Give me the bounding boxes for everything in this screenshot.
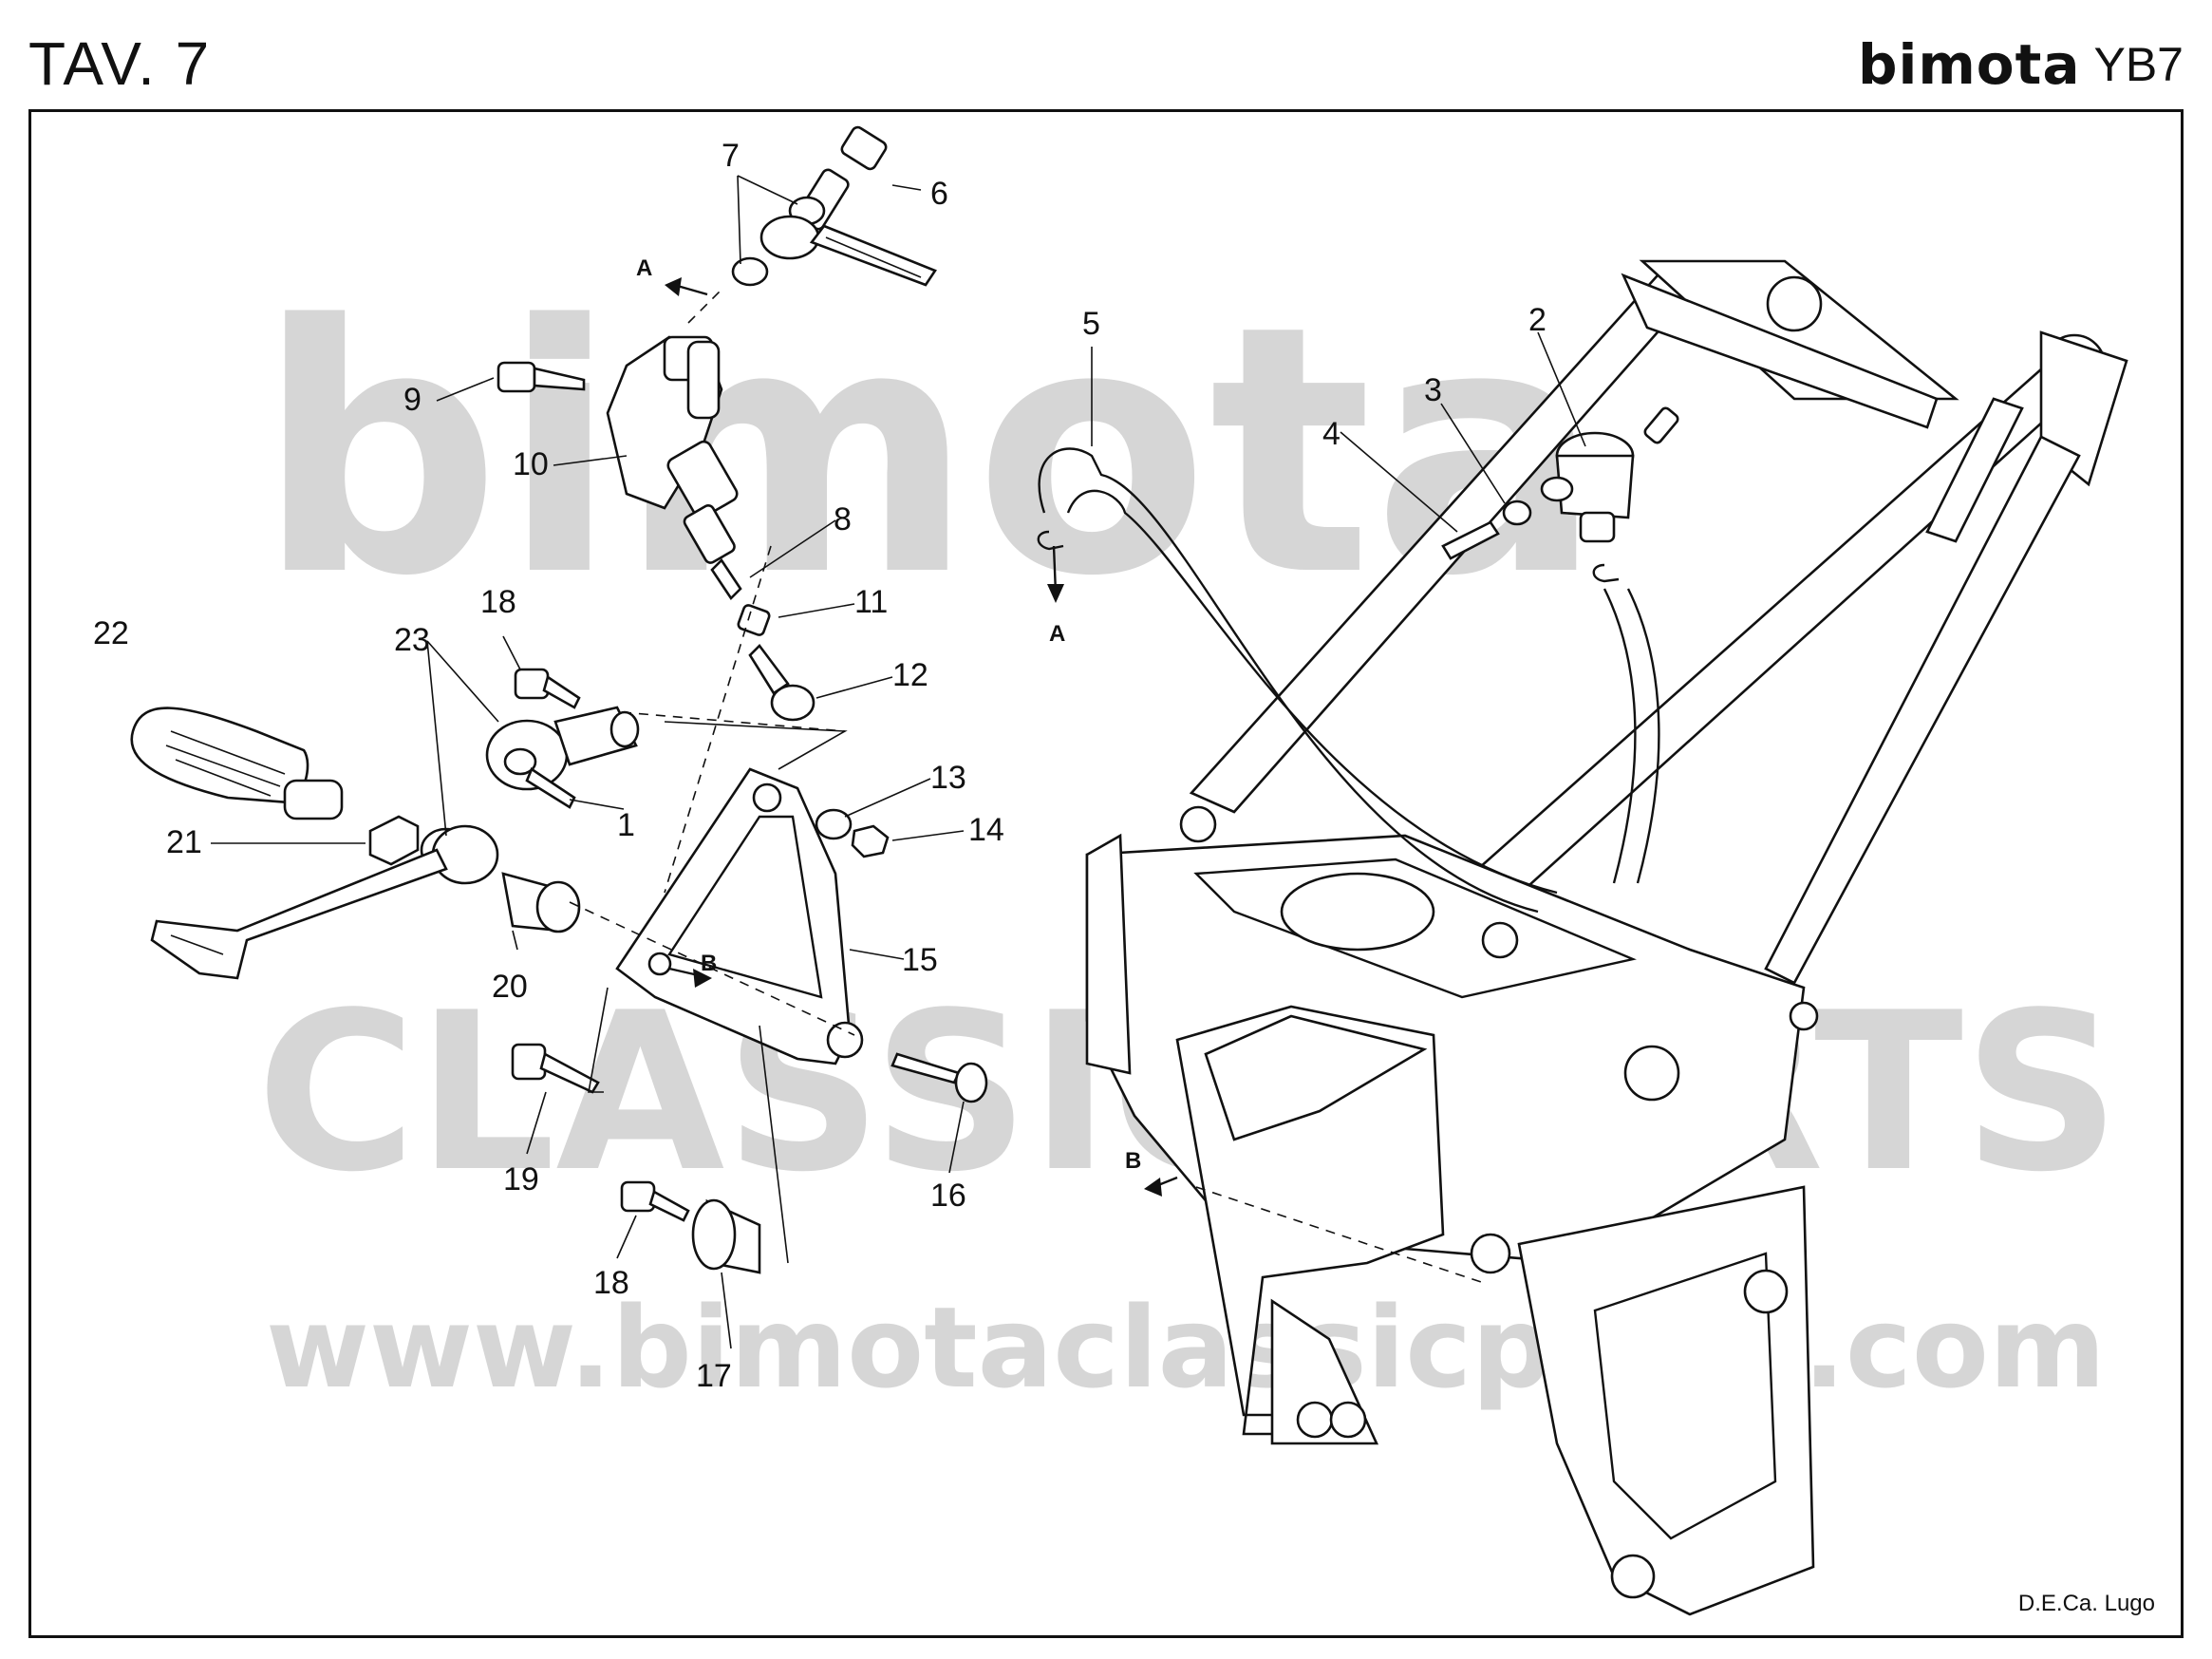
model-label: YB7 bbox=[2093, 38, 2184, 91]
brake-lever-pivot-part bbox=[485, 706, 640, 809]
callout-16: 16 bbox=[930, 1178, 966, 1214]
callout-15: 15 bbox=[902, 942, 938, 978]
callout-9: 9 bbox=[403, 382, 422, 418]
flow-marker-a-lower: A bbox=[1049, 621, 1065, 647]
brake-lever-part bbox=[150, 824, 499, 980]
callout-17: 17 bbox=[696, 1358, 732, 1394]
callout-13: 13 bbox=[930, 760, 966, 796]
flow-marker-a-upper: A bbox=[636, 255, 652, 281]
bushing-20-part bbox=[501, 872, 581, 933]
bolt-16-part bbox=[890, 1052, 988, 1103]
fluid-reservoir-part bbox=[1540, 431, 1635, 543]
screw-4-part bbox=[1441, 500, 1532, 560]
leader-lines-right bbox=[1091, 331, 1586, 1283]
watermark-url: www.bimotaclassicparts.com bbox=[266, 1282, 2106, 1413]
callout-23: 23 bbox=[394, 622, 430, 658]
flow-marker-b-right: B bbox=[1125, 1148, 1141, 1174]
callout-5: 5 bbox=[1082, 306, 1100, 342]
drafter-credit: D.E.Ca. Lugo bbox=[2017, 1591, 2155, 1616]
hose-fitting-part bbox=[759, 215, 937, 287]
callout-18-lower: 18 bbox=[593, 1265, 629, 1301]
callout-19: 19 bbox=[503, 1161, 539, 1197]
bolt-18-lower-part bbox=[620, 1180, 690, 1222]
callout-6: 6 bbox=[930, 176, 948, 212]
callout-2: 2 bbox=[1528, 302, 1547, 338]
callout-numbers: 1 2 3 4 5 6 7 8 9 10 11 12 13 14 15 16 1… bbox=[93, 138, 1547, 1394]
flow-marker-labels: A A B B bbox=[636, 255, 1141, 1174]
callout-21: 21 bbox=[166, 824, 202, 860]
bolt-9-part bbox=[497, 361, 586, 393]
callout-18-upper: 18 bbox=[480, 584, 516, 620]
sheet-title: TAV. 7 bbox=[28, 29, 212, 98]
callout-4: 4 bbox=[1322, 416, 1340, 452]
callout-8: 8 bbox=[834, 501, 852, 537]
drawing-frame bbox=[28, 109, 2184, 1638]
rear-brake-assembly bbox=[130, 125, 988, 1274]
bolt-18-upper-part bbox=[514, 668, 581, 709]
callout-1: 1 bbox=[617, 807, 635, 843]
flow-arrows bbox=[665, 277, 1178, 1197]
pushrod-part bbox=[710, 557, 815, 722]
callout-11: 11 bbox=[854, 584, 888, 620]
callout-22: 22 bbox=[93, 615, 129, 651]
nut-14-part bbox=[815, 808, 890, 858]
leader-lines-left bbox=[211, 175, 965, 1349]
callout-20: 20 bbox=[492, 969, 528, 1005]
footpeg-rubber-part bbox=[130, 707, 344, 820]
bimota-logo: bimota bbox=[1857, 32, 2081, 97]
flow-marker-b-left: B bbox=[701, 951, 717, 976]
callout-10: 10 bbox=[513, 446, 549, 482]
callout-3: 3 bbox=[1424, 372, 1442, 408]
bolt-19-part bbox=[511, 1043, 600, 1094]
spacer-17-part bbox=[691, 1198, 761, 1274]
callout-12: 12 bbox=[892, 657, 928, 693]
footrest-bracket-part bbox=[615, 767, 864, 1065]
brand-header: bimota YB7 bbox=[1858, 32, 2184, 97]
callout-7: 7 bbox=[722, 138, 740, 174]
callout-14: 14 bbox=[968, 812, 1004, 848]
master-cylinder-part bbox=[606, 335, 739, 564]
